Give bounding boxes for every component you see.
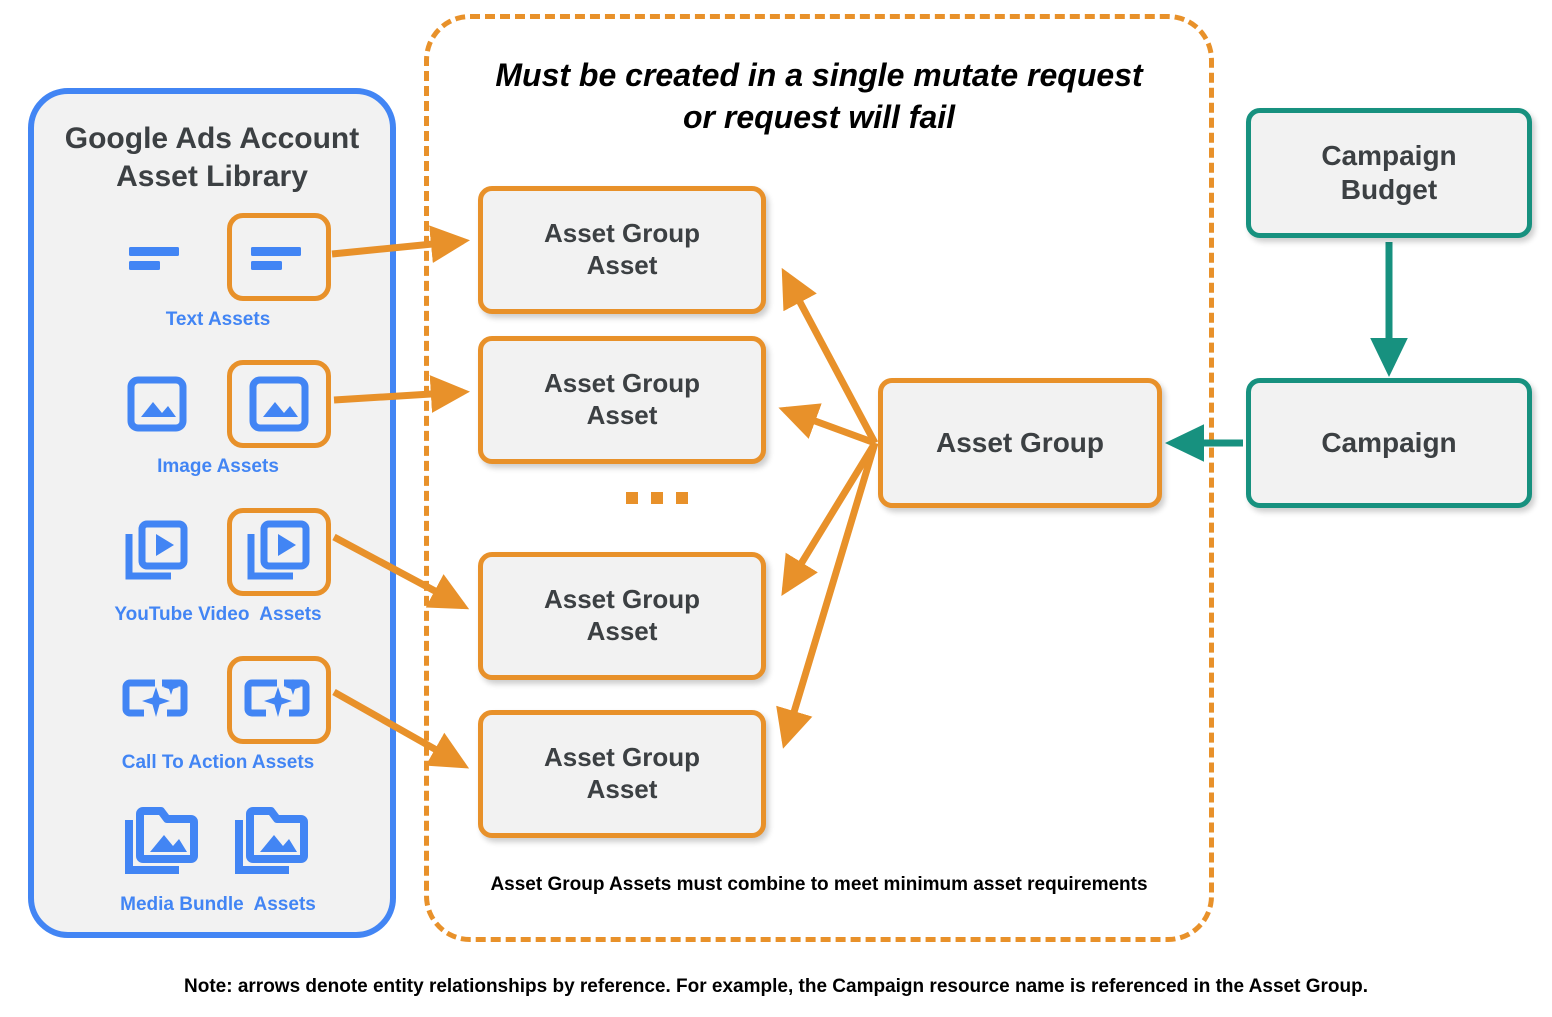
asset-row-text: Text Assets <box>34 209 402 331</box>
asset-icon-group-image <box>34 356 402 452</box>
minimum-asset-requirements-note: Asset Group Assets must combine to meet … <box>490 874 1148 895</box>
image-asset-icon-slot-selected[interactable] <box>227 360 331 448</box>
asset-row-media-bundle: Media Bundle Assets <box>34 794 402 916</box>
campaign-budget-node[interactable]: Campaign Budget <box>1246 108 1532 238</box>
image-asset-icon <box>249 376 309 432</box>
asset-caption-image: Image Assets <box>157 456 279 477</box>
asset-caption-text: Text Assets <box>165 309 271 330</box>
youtube-video-asset-icon <box>247 520 310 580</box>
text-asset-icon-slot-selected[interactable] <box>227 213 331 301</box>
asset-icon-group-youtube <box>34 504 402 600</box>
campaign-node[interactable]: Campaign <box>1246 378 1532 508</box>
media-bundle-asset-icon <box>125 807 198 874</box>
asset-icon-group-media-bundle <box>34 794 402 890</box>
youtube-video-asset-icon <box>125 520 188 580</box>
call-to-action-asset-icon-slot-selected[interactable] <box>227 656 331 744</box>
asset-row-youtube: YouTube Video Assets <box>34 504 402 626</box>
asset-icon-group-text <box>34 209 402 305</box>
diagram-footer-note: Note: arrows denote entity relationships… <box>184 976 1368 997</box>
media-bundle-asset-icon <box>235 807 308 874</box>
asset-library-panel: Google Ads Account Asset Library Text <box>28 88 396 938</box>
asset-row-image: Image Assets <box>34 356 402 478</box>
youtube-video-asset-icon-slot-unselected[interactable] <box>105 508 209 596</box>
asset-caption-youtube: YouTube Video Assets <box>114 604 322 625</box>
asset-group-node[interactable]: Asset Group <box>878 378 1162 508</box>
asset-group-asset-node-3[interactable]: Asset Group Asset <box>478 552 766 680</box>
media-bundle-asset-icon-slot-unselected-2[interactable] <box>221 798 325 886</box>
call-to-action-asset-icon-slot-unselected[interactable] <box>105 656 209 744</box>
mutate-request-container <box>424 14 1214 942</box>
asset-group-asset-node-4[interactable]: Asset Group Asset <box>478 710 766 838</box>
ellipsis-dot-2 <box>651 492 663 504</box>
asset-caption-media-bundle: Media Bundle Assets <box>120 894 316 915</box>
call-to-action-asset-icon <box>122 679 188 717</box>
media-bundle-asset-icon-slot-unselected-1[interactable] <box>111 798 215 886</box>
mutate-request-note: Must be created in a single mutate reque… <box>495 57 1143 136</box>
text-asset-icon <box>129 247 179 270</box>
call-to-action-asset-icon <box>244 679 310 717</box>
asset-caption-cta: Call To Action Assets <box>121 752 315 773</box>
asset-group-asset-node-1[interactable]: Asset Group Asset <box>478 186 766 314</box>
asset-library-title: Google Ads Account Asset Library <box>64 122 360 193</box>
asset-group-asset-ellipsis <box>626 492 688 504</box>
image-asset-icon <box>127 376 187 432</box>
ellipsis-dot-1 <box>626 492 638 504</box>
text-asset-icon-slot-unselected[interactable] <box>105 213 209 301</box>
youtube-video-asset-icon-slot-selected[interactable] <box>227 508 331 596</box>
text-asset-icon <box>251 247 301 270</box>
asset-group-asset-node-2[interactable]: Asset Group Asset <box>478 336 766 464</box>
ellipsis-dot-3 <box>676 492 688 504</box>
image-asset-icon-slot-unselected[interactable] <box>105 360 209 448</box>
asset-row-cta: Call To Action Assets <box>34 652 402 774</box>
asset-icon-group-cta <box>34 652 402 748</box>
